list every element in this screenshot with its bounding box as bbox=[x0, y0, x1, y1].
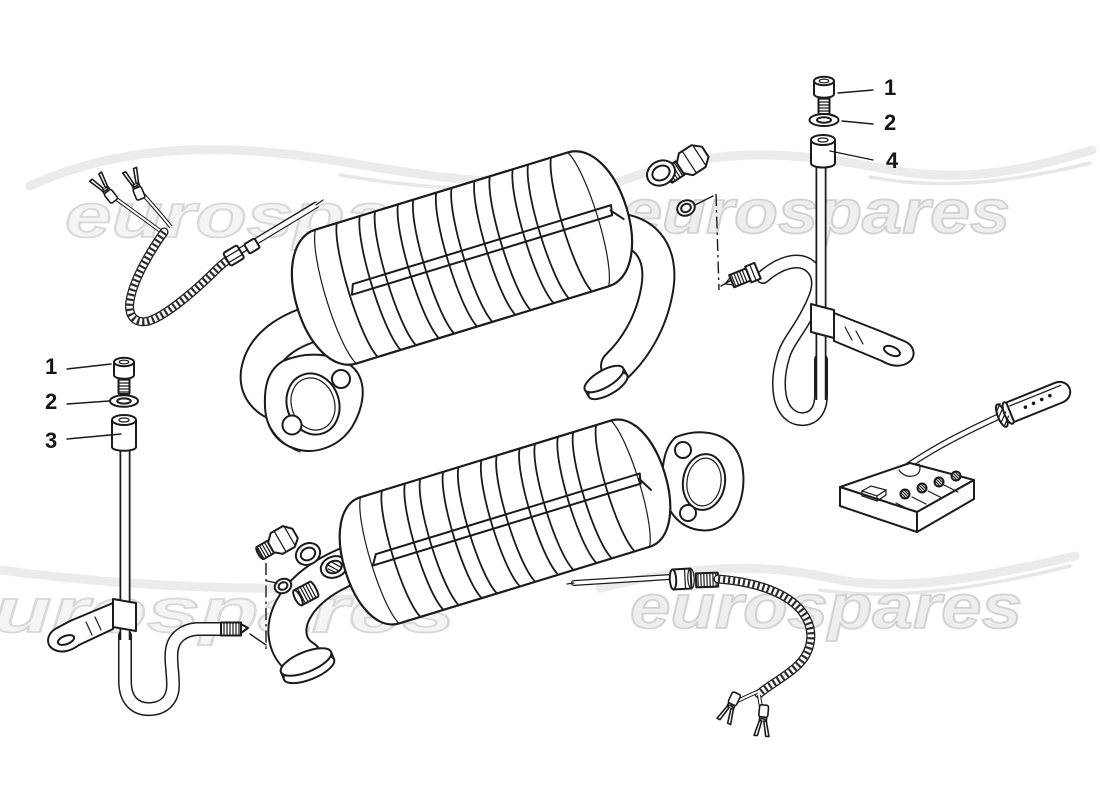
right-support-assembly bbox=[723, 75, 915, 427]
cable-step-fitting bbox=[243, 237, 261, 255]
lower-converter-body bbox=[338, 418, 672, 626]
fork-terminal bbox=[753, 703, 773, 738]
callout-left-1: 1 bbox=[45, 354, 58, 379]
lower-sensor-boss bbox=[319, 555, 349, 579]
lower-exhaust-flange bbox=[661, 431, 745, 532]
lower-gasket-ring bbox=[294, 542, 322, 566]
left-washer bbox=[109, 394, 139, 408]
upper-pipe-bell-mouth bbox=[583, 364, 629, 401]
terminal-screw bbox=[933, 476, 945, 488]
right-bolt bbox=[813, 75, 835, 115]
callout-right-2: 2 bbox=[884, 110, 897, 135]
left-threaded-tip bbox=[220, 621, 249, 637]
probe-collar-nut bbox=[668, 567, 695, 591]
upper-exhaust-flange bbox=[263, 353, 364, 453]
left-bolt bbox=[113, 356, 135, 395]
lower-hex-plug bbox=[255, 525, 299, 561]
upper-gasket-ring bbox=[646, 159, 676, 187]
cable-ferrule bbox=[222, 244, 245, 267]
upper-lambda-sensor-tip bbox=[723, 261, 762, 289]
callout-right-4: 4 bbox=[886, 148, 899, 173]
upper-centerline bbox=[715, 193, 720, 291]
left-spacer-sleeve bbox=[111, 414, 137, 452]
braided-cable bbox=[713, 574, 816, 699]
junction-box-and-connector bbox=[839, 380, 1072, 533]
upper-seal-ring bbox=[676, 199, 696, 217]
right-spacer-sleeve bbox=[810, 134, 836, 169]
terminal-screw bbox=[916, 482, 928, 494]
lower-pipe-bell-mouth bbox=[279, 647, 336, 685]
callout-right-1: 1 bbox=[884, 75, 897, 100]
lower-seal-ring bbox=[273, 577, 293, 595]
lower-mounting-rail bbox=[371, 472, 652, 567]
terminal-screw bbox=[899, 488, 911, 500]
braided-cable bbox=[125, 227, 238, 327]
left-bracket bbox=[47, 598, 137, 653]
terminal-screw bbox=[950, 470, 962, 482]
right-washer bbox=[808, 113, 840, 127]
fork-terminal bbox=[716, 689, 745, 726]
callout-left-3: 3 bbox=[45, 428, 58, 453]
lower-lambda-plug-set bbox=[249, 525, 322, 649]
upper-lambda-plug-set bbox=[646, 144, 741, 291]
left-support-assembly bbox=[47, 356, 249, 717]
right-bracket bbox=[810, 303, 915, 367]
lower-catalytic-converter bbox=[267, 418, 745, 685]
multi-pin-connector-plug bbox=[995, 380, 1072, 428]
callout-left-2: 2 bbox=[45, 389, 58, 414]
junction-box bbox=[839, 462, 975, 533]
bottom-thermocouple-probe bbox=[566, 567, 816, 738]
upper-thermocouple-cable bbox=[88, 166, 324, 327]
upper-catalytic-converter bbox=[239, 150, 676, 453]
lower-threaded-bung bbox=[292, 580, 320, 607]
upper-mounting-rail bbox=[350, 204, 625, 296]
upper-converter-body bbox=[290, 150, 634, 366]
